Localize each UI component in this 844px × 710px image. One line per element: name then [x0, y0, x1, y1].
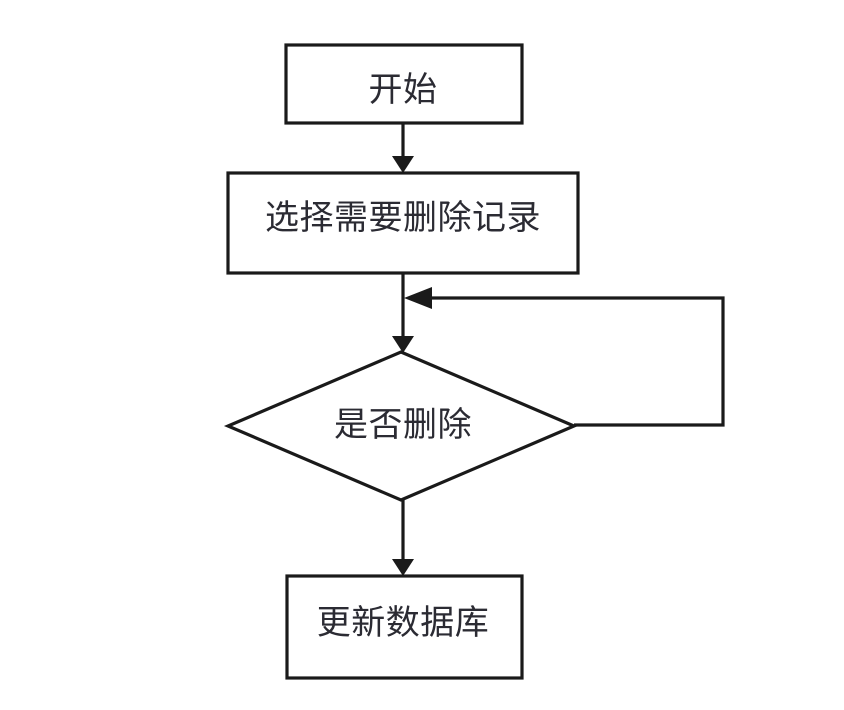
arrowhead-down-icon [392, 559, 414, 576]
arrowhead-down-icon [392, 336, 414, 353]
edge-decision-to-update [392, 500, 414, 576]
node-decision-delete-label: 是否删除 [334, 406, 472, 444]
node-select-records[interactable]: 选择需要删除记录 [226, 171, 580, 275]
node-start-label: 开始 [369, 71, 438, 109]
arrowhead-down-icon [392, 156, 414, 173]
node-update-database[interactable]: 更新数据库 [285, 574, 524, 680]
node-start-rectangle[interactable] [284, 43, 524, 125]
edge-decision-loop-back-line [428, 296, 725, 427]
node-start[interactable]: 开始 [284, 43, 524, 125]
node-decision-delete-diamond[interactable] [223, 350, 579, 502]
node-select-records-rectangle[interactable] [226, 171, 580, 275]
node-select-records-label: 选择需要删除记录 [265, 199, 541, 237]
node-update-database-label: 更新数据库 [317, 604, 490, 642]
arrowhead-left-icon [404, 287, 432, 309]
node-decision-delete[interactable]: 是否删除 [223, 350, 579, 502]
edge-decision-loop-back [404, 287, 725, 427]
node-update-database-rectangle[interactable] [285, 574, 524, 680]
edge-start-to-select [392, 123, 414, 173]
edge-select-to-decision [392, 273, 414, 353]
